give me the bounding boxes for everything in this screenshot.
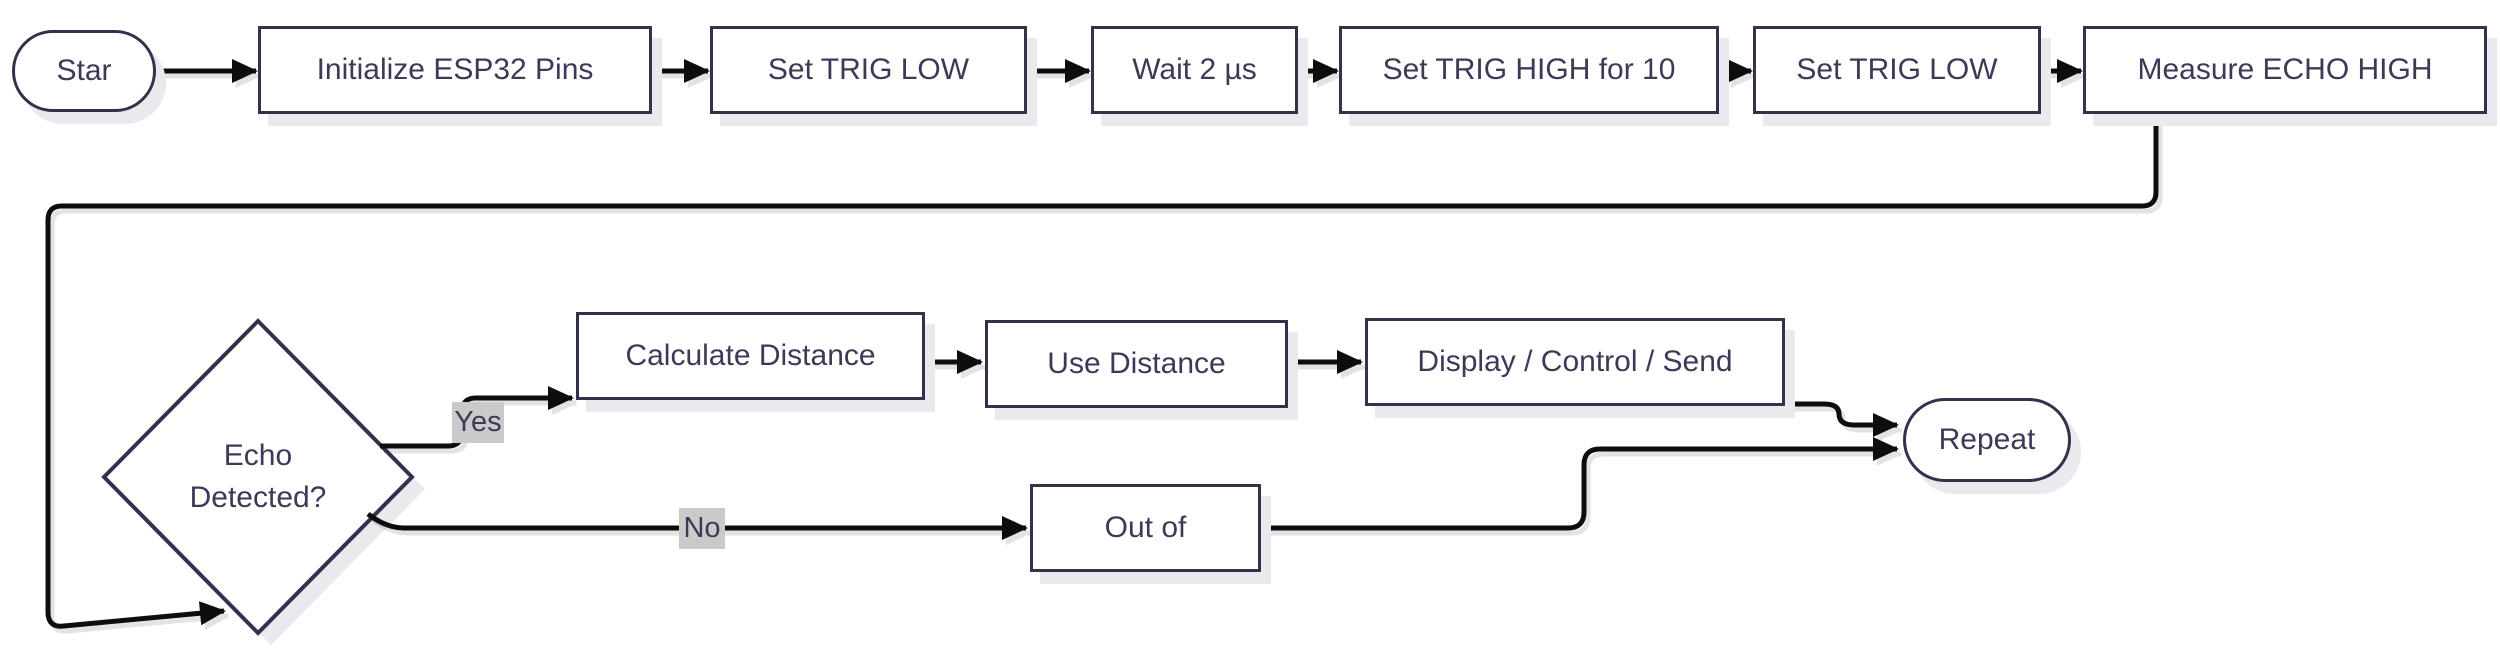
- edge-measure-loop-to-decision: [45, 114, 2159, 629]
- edge-label-no-text: No: [683, 512, 721, 544]
- node-display-label: Display / Control / Send: [1417, 345, 1733, 378]
- node-set-trig-high: Set TRIG HIGH for 10: [1339, 26, 1719, 114]
- node-use-label: Use Distance: [1047, 347, 1226, 380]
- node-trig-high-label: Set TRIG HIGH for 10: [1382, 53, 1676, 86]
- node-calculate-label: Calculate Distance: [625, 339, 876, 372]
- node-repeat-label: Repeat: [1938, 423, 2036, 456]
- node-set-trig-low-2: Set TRIG LOW: [1753, 26, 2041, 114]
- node-trig-low-1-label: Set TRIG LOW: [767, 53, 970, 86]
- node-measure-echo-high: Measure ECHO HIGH: [2083, 26, 2487, 114]
- node-set-trig-low-1: Set TRIG LOW: [710, 26, 1027, 114]
- node-measure-label: Measure ECHO HIGH: [2137, 53, 2433, 86]
- node-echo-detected-label: Echo Detected?: [104, 321, 412, 633]
- decision-line-1: Echo: [223, 439, 293, 472]
- node-repeat: Repeat: [1903, 398, 2071, 482]
- node-start: Star: [12, 30, 156, 112]
- edge-label-yes-text: Yes: [454, 406, 502, 438]
- edge-decision-no-to-out: [366, 512, 1028, 540]
- node-wait-label: Wait 2 µs: [1132, 53, 1257, 86]
- edge-out-to-repeat: [1261, 437, 1899, 531]
- node-initialize-esp32-pins: Initialize ESP32 Pins: [258, 26, 652, 114]
- node-calculate-distance: Calculate Distance: [576, 312, 925, 400]
- edge-display-to-repeat: [1785, 401, 1899, 437]
- edge-label-no: No: [679, 508, 725, 549]
- node-init-label: Initialize ESP32 Pins: [316, 53, 594, 86]
- node-wait-2us: Wait 2 µs: [1091, 26, 1298, 114]
- edge-label-yes: Yes: [452, 402, 504, 443]
- decision-line-2: Detected?: [189, 481, 327, 514]
- node-use-distance: Use Distance: [985, 320, 1288, 408]
- node-start-label: Star: [56, 54, 112, 87]
- node-display-control-send: Display / Control / Send: [1365, 318, 1785, 406]
- decision-node-shape: [101, 318, 415, 636]
- node-out-of-label: Out of: [1104, 511, 1187, 544]
- node-out-of: Out of: [1030, 484, 1261, 572]
- node-trig-low-2-label: Set TRIG LOW: [1796, 53, 1998, 86]
